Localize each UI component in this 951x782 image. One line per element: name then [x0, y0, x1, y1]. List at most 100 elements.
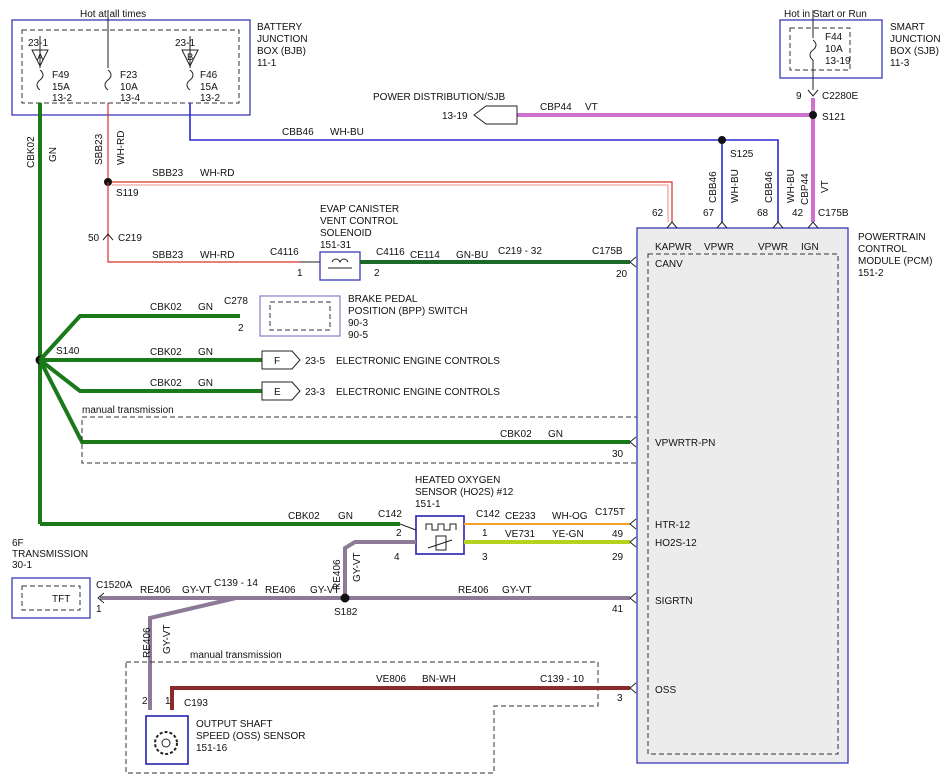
- bjb-inner-dashed: [21, 29, 240, 104]
- bjb-conn-2: 23-1: [175, 38, 195, 49]
- c2280e-label: C2280E: [822, 91, 858, 102]
- gn-bu-label: GN-BU: [456, 250, 488, 261]
- re406-label-2: RE406: [265, 585, 296, 596]
- pcm-ref: 151-2: [858, 268, 884, 279]
- c175b-label-top: C175B: [818, 208, 849, 219]
- cbp44-label: CBP44: [540, 102, 572, 113]
- wh-bu-vert-1: WH-BU: [730, 169, 741, 203]
- pcm-pin-sigrtn-icon: [629, 592, 637, 604]
- ho2s-box: [415, 515, 465, 555]
- bpp-switch: BRAKE PEDAL POSITION (BPP) SWITCH 90-3 9…: [259, 294, 467, 341]
- eec-e-connector-icon: [261, 381, 301, 401]
- fuse-f44-rating: 10A: [825, 44, 843, 55]
- pcm-pin-label-sigrtn: SIGRTN: [655, 596, 693, 607]
- power-dist-label: POWER DISTRIBUTION/SJB: [373, 92, 506, 103]
- splice-s121-label: S121: [822, 112, 846, 123]
- smart-junction-box: F44 10A 13-19 SMART JUNCTION BOX (SJB) 1…: [779, 10, 941, 102]
- fuse-f46-icon: [186, 69, 194, 91]
- eec-e-ref: 23-3: [305, 387, 325, 398]
- wire-cbk02-to-bpp: [38, 314, 240, 362]
- splice-s125-label: S125: [730, 149, 754, 160]
- eec-e-letter: E: [274, 387, 281, 398]
- fuse-f49-icon: [36, 69, 44, 91]
- evap-box: [319, 251, 361, 281]
- bpp-title-2: POSITION (BPP) SWITCH: [348, 306, 467, 317]
- wire-re406-gy-vt-ho2s: [343, 540, 416, 598]
- fuse-f23-rating: 10A: [120, 82, 138, 93]
- eec-f-letter: F: [274, 356, 280, 367]
- gn-vert-label: GN: [48, 147, 59, 162]
- bjb-title-2: JUNCTION: [257, 34, 308, 45]
- splice-s119-label: S119: [116, 188, 139, 199]
- sbb23-label-1: SBB23: [152, 168, 184, 179]
- wire-re406-gy-vt-oss: [148, 596, 237, 710]
- wh-bu-vert-2: WH-BU: [786, 169, 797, 203]
- splice-s125-dot: [718, 136, 726, 144]
- wire-sbb23-wh-rd: [107, 103, 673, 222]
- ho2s-sensor: HEATED OXYGEN SENSOR (HO2S) #12 151-1: [415, 475, 514, 555]
- gn-label-vpwrtr: GN: [548, 429, 563, 440]
- bpp-ref-1: 90-3: [348, 318, 368, 329]
- c278-label: C278: [224, 296, 248, 307]
- trans-inner: [21, 585, 81, 611]
- c139-14-label: C139 - 14: [214, 578, 258, 589]
- gn-label-f: GN: [198, 347, 213, 358]
- bjb-title-1: BATTERY: [257, 22, 303, 33]
- evap-title-2: VENT CONTROL: [320, 216, 399, 227]
- re406-vert-oss: RE406: [142, 627, 153, 658]
- ho2s-stub-pin2: [399, 523, 417, 531]
- pcm-pin-62: 62: [652, 208, 664, 219]
- wh-og-label: WH-OG: [552, 511, 588, 522]
- pcm-title-3: MODULE (PCM): [858, 256, 932, 267]
- c175t-label: C175T: [595, 507, 625, 518]
- fuse-f44-ref: 13-19: [825, 56, 851, 67]
- c193-pin-1: 1: [165, 696, 171, 707]
- wire-cbb46-to-vpwr2: [722, 139, 779, 222]
- sjb-ref: 11-3: [890, 58, 910, 69]
- cbk02-label-f: CBK02: [150, 347, 182, 358]
- ho2s-pin-3: 3: [482, 552, 488, 563]
- evap-title-3: SOLENOID: [320, 228, 372, 239]
- c4116-label-right: C4116: [376, 247, 405, 258]
- c175b-label-canv: C175B: [592, 246, 623, 257]
- pcm-pin-42: 42: [792, 208, 804, 219]
- pcm-pin-41: 41: [612, 604, 624, 615]
- pcm-pin-label-kapwr: KAPWR: [655, 242, 692, 253]
- manual-trans-box-2: [125, 661, 599, 774]
- pcm-title-2: CONTROL: [858, 244, 907, 255]
- c4116-pin-2: 2: [374, 268, 380, 279]
- pcm-pin-label-canv: CANV: [655, 259, 683, 270]
- wh-rd-vert-label: WH-RD: [116, 131, 127, 165]
- pcm-pin-68-icon: [772, 221, 784, 229]
- bpp-inner: [269, 301, 331, 331]
- gn-label-bpp: GN: [198, 302, 213, 313]
- wire-sbb23-down: [107, 182, 300, 263]
- pcm-outline: [636, 227, 849, 764]
- c2280e-connector-icon: [807, 89, 819, 97]
- c219-32-label: C219 - 32: [498, 246, 542, 257]
- wh-rd-label-2: WH-RD: [200, 250, 234, 261]
- pcm-pin-20: 20: [616, 269, 628, 280]
- ce233-label: CE233: [505, 511, 536, 522]
- cbb46-vert-2: CBB46: [764, 171, 775, 203]
- oss-title-2: SPEED (OSS) SENSOR: [196, 731, 305, 742]
- pcm-pin-49: 49: [612, 529, 624, 540]
- power-dist-connector-icon: [473, 105, 518, 125]
- evap-title-1: EVAP CANISTER: [320, 204, 399, 215]
- solenoid-icon: [328, 258, 352, 269]
- fuse-f49-rating: 15A: [52, 82, 70, 93]
- gear-hub-icon: [161, 738, 171, 748]
- bjb-ref: 11-1: [257, 58, 277, 69]
- c142-label-left: C142: [378, 509, 402, 520]
- ho2s-pin-2: 2: [396, 528, 402, 539]
- manual-trans-label-2: manual transmission: [190, 650, 282, 661]
- sensor-element-icon: [427, 535, 453, 551]
- pcm-pin-ho2s-icon: [629, 536, 637, 548]
- battery-junction-box: BATTERY JUNCTION BOX (BJB) 11-1 23-1 23-…: [11, 10, 308, 116]
- pcm-pin-30: 30: [612, 449, 624, 460]
- c1520a-label: C1520A: [96, 580, 132, 591]
- wire-ve806-bn-wh: [170, 686, 630, 710]
- trans-box: [11, 577, 91, 619]
- evap-ref: 151-31: [320, 240, 352, 251]
- cbb46-label: CBB46: [282, 127, 314, 138]
